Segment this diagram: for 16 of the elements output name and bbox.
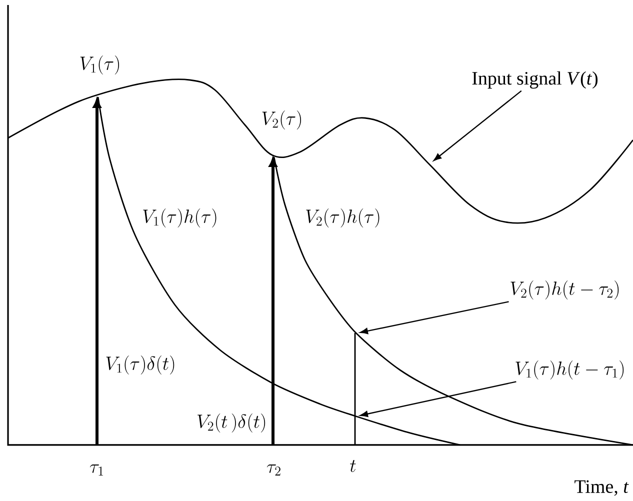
tick-label: $\tau_1$ — [90, 464, 103, 476]
tick-label: $\tau_2$ — [266, 464, 280, 476]
annotation-text: $V_1(\tau)h(t-\tau_1)$ — [516, 360, 624, 380]
tick-label: $t$ — [350, 460, 356, 472]
curve-label: $V_2(\tau)h(\tau)$ — [306, 208, 380, 228]
curve-label: $V_2(\tau)$ — [262, 110, 302, 130]
leader-line — [433, 90, 522, 161]
axis-title: Time, t — [574, 480, 629, 496]
annotation-text: Input signal V(t) — [472, 71, 598, 89]
leader-line — [360, 381, 516, 418]
impulse-label: $V_2(t\,)\delta(t)$ — [198, 414, 266, 432]
annotation-text: $V_2(\tau)h(t-\tau_2)$ — [510, 280, 619, 300]
leader-line — [360, 301, 509, 334]
curve-label: $V_1(\tau)$ — [80, 56, 120, 74]
impulse-label: $V_1(\tau)\delta(t)$ — [106, 356, 174, 374]
curve-label: $V_1(\tau)h(\tau)$ — [143, 208, 216, 228]
